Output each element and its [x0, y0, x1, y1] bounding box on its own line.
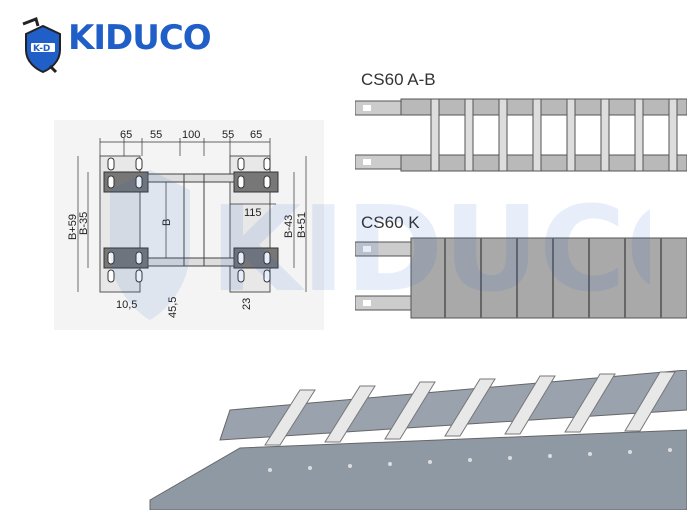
dim-right-1: B-43: [283, 215, 295, 238]
dim-center: B: [161, 219, 173, 226]
dim-bottom-1: 10,5: [116, 299, 137, 311]
dim-right-2: B+51: [296, 212, 308, 238]
product-label-ab: CS60 A-B: [361, 70, 436, 89]
dim-bottom-3: 23: [241, 298, 253, 310]
dim-top-4: 55: [222, 129, 234, 141]
dim-bottom-2: 45,5: [167, 297, 179, 318]
brand-name: KIDUCO: [68, 18, 212, 58]
product-label-k: CS60 K: [361, 213, 420, 232]
dim-top-5: 65: [250, 129, 262, 141]
dim-left-1: B+59: [67, 214, 79, 240]
chain-k-image: [355, 237, 687, 319]
dim-top-3: 100: [182, 129, 200, 141]
brand-logo: K-D KIDUCO: [20, 16, 220, 76]
shield-icon: K-D: [22, 17, 61, 74]
dim-top-1: 65: [120, 129, 132, 141]
chain-ab-image: [355, 98, 687, 172]
dim-mid: 115: [244, 207, 262, 219]
dimension-drawing: 65 55 100 55 65 115 B+59 B-35 B B-43 B+5…: [54, 120, 324, 330]
dim-top-2: 55: [150, 129, 162, 141]
svg-text:K-D: K-D: [33, 44, 50, 54]
chain-perspective-image: [149, 370, 687, 510]
dim-left-2: B-35: [78, 212, 90, 235]
